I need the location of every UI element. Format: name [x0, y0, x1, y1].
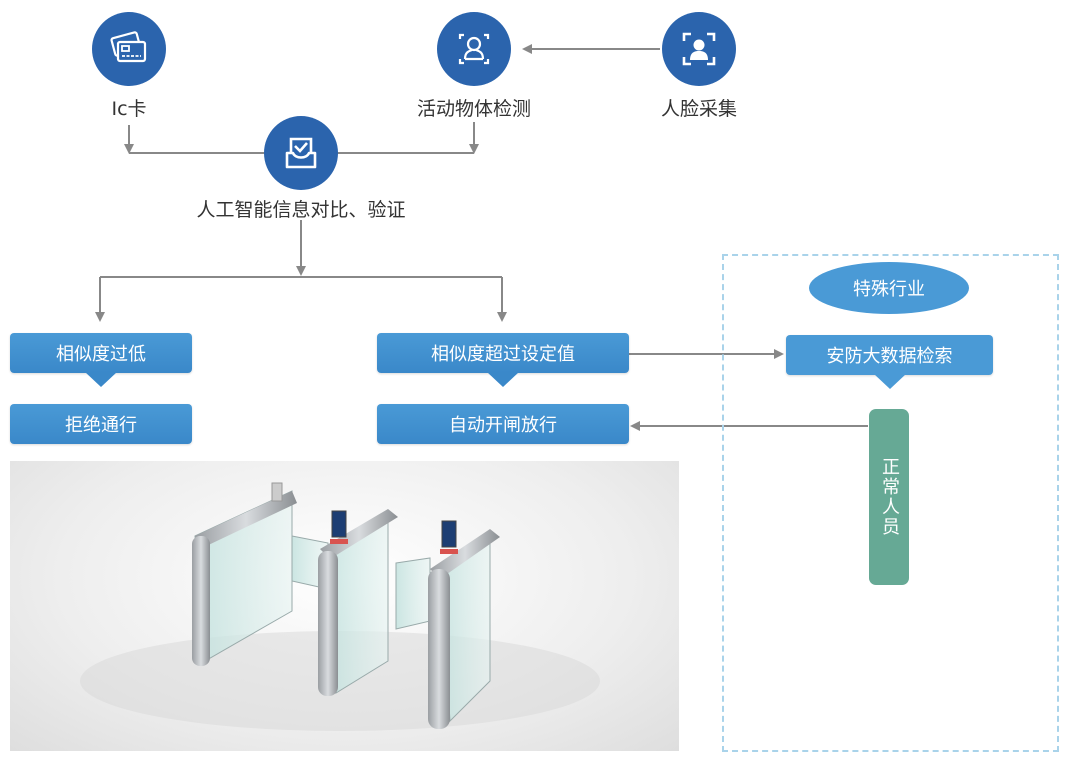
- high-similarity-box: 相似度超过设定值: [377, 333, 629, 387]
- box-pointer: [873, 374, 906, 389]
- speed-gate-illustration: [80, 482, 600, 731]
- auto-open-box: 自动开闸放行: [377, 404, 629, 444]
- box-pointer: [85, 372, 117, 387]
- low-similarity-box: 相似度过低: [10, 333, 192, 387]
- special-industry-label: 特殊行业: [853, 279, 925, 300]
- low-similarity-label: 相似度过低: [56, 344, 146, 365]
- reject-box: 拒绝通行: [10, 404, 192, 444]
- turnstile-photo: [10, 461, 679, 751]
- ic-card-node: [92, 12, 166, 86]
- box-pointer: [487, 372, 519, 387]
- ic-card-label: Ic卡: [111, 98, 147, 120]
- liveness-label: 活动物体检测: [416, 98, 531, 120]
- high-similarity-label: 相似度超过设定值: [431, 344, 575, 365]
- face-capture-node: [662, 12, 736, 86]
- face-capture-label: 人脸采集: [660, 98, 737, 120]
- face-scan-icon: [682, 32, 716, 66]
- special-industry-container: [722, 254, 1059, 752]
- ai-verify-label: 人工智能信息对比、验证: [196, 199, 406, 221]
- gate-1: [192, 482, 329, 666]
- reject-label: 拒绝通行: [65, 415, 137, 436]
- auto-open-label: 自动开闸放行: [449, 415, 557, 436]
- special-industry-title: 特殊行业: [809, 262, 969, 314]
- big-data-search-label: 安防大数据检索: [826, 346, 953, 367]
- ai-verify-node: [264, 116, 338, 190]
- liveness-node: [437, 12, 511, 86]
- card-icon: [110, 31, 147, 63]
- face-frame-icon: [458, 33, 490, 65]
- inbox-check-icon: [285, 137, 317, 169]
- big-data-search-box: 安防大数据检索: [786, 335, 993, 389]
- normal-person-box: 正常人员: [869, 409, 909, 585]
- normal-person-label: 正常人员: [879, 457, 900, 537]
- gate-2: [318, 509, 431, 696]
- gate-3: [428, 520, 500, 729]
